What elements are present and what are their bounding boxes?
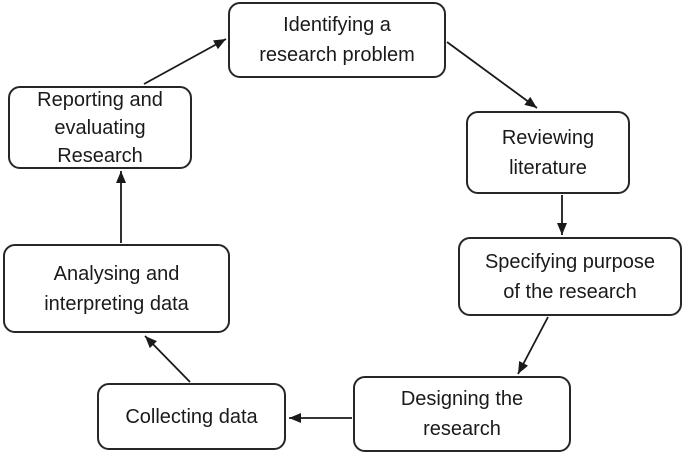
node-specifying-purpose: Specifying purpose of the research — [458, 237, 682, 316]
node-label-line: of the research — [503, 280, 637, 303]
node-label-line: literature — [509, 156, 587, 179]
node-label-line: Research — [57, 144, 143, 167]
node-label-line: research problem — [259, 44, 415, 66]
node-designing-research: Designing the research — [353, 376, 571, 452]
node-label-line: Collecting data — [125, 405, 258, 428]
node-label-line: Reporting and — [37, 88, 163, 111]
node-identifying-research-problem: Identifying a research problem — [228, 2, 446, 78]
node-label-line: Identifying a — [283, 14, 391, 36]
node-reporting-evaluating-research: Reporting and evaluating Research — [8, 86, 192, 169]
arrow-reporting-to-identifying — [143, 38, 227, 85]
node-label-line: interpreting data — [44, 292, 189, 315]
node-label-line: Reviewing — [501, 126, 595, 149]
arrow-identifying-to-reviewing — [446, 41, 538, 109]
node-label-line: Designing the — [400, 388, 524, 410]
node-analysing-interpreting-data: Analysing and interpreting data — [3, 244, 230, 333]
node-reviewing-literature: Reviewing literature — [466, 111, 630, 194]
node-collecting-data: Collecting data — [97, 383, 286, 450]
node-label-line: research — [423, 418, 501, 440]
arrow-specifying-to-designing — [517, 316, 549, 375]
node-label-line: Analysing and — [53, 262, 180, 285]
node-label-line: evaluating — [54, 116, 146, 139]
arrow-collecting-to-analysing — [144, 335, 191, 383]
node-label-line: Specifying purpose — [484, 250, 656, 273]
